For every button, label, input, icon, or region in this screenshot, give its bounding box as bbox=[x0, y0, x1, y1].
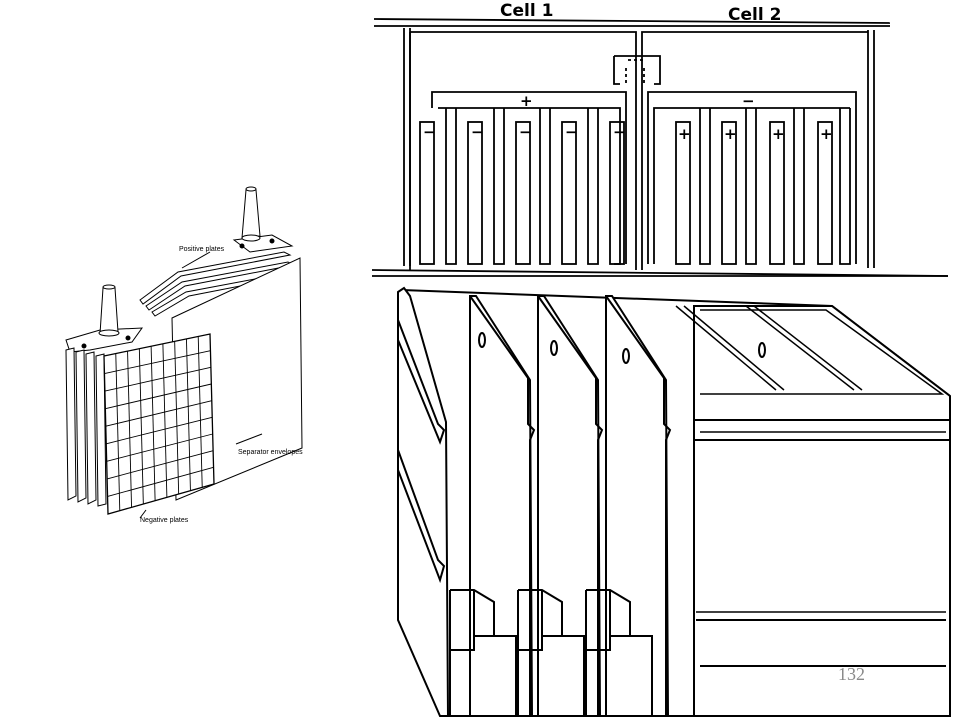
cell1-positive-finger bbox=[587, 108, 599, 265]
grid-vertical-wire bbox=[150, 346, 156, 501]
case-cell-divider bbox=[537, 295, 602, 717]
grid-vertical-wire bbox=[115, 353, 121, 511]
cell2-plate bbox=[769, 121, 785, 265]
grid-horizontal-wire bbox=[105, 400, 212, 427]
cell1-positive-finger bbox=[493, 108, 505, 265]
negative-grid-plate bbox=[103, 333, 215, 515]
grid-vertical-wire bbox=[127, 351, 133, 508]
cell1-plate bbox=[419, 121, 435, 265]
cell2-plate-sign: + bbox=[772, 125, 785, 143]
cell2-negative-finger bbox=[793, 108, 805, 265]
cell1-plate bbox=[467, 121, 483, 265]
divider-ledge bbox=[605, 295, 672, 716]
cell-schematic bbox=[371, 18, 949, 277]
battery-plate-illustration bbox=[65, 186, 303, 519]
plate-rest-top bbox=[586, 589, 631, 636]
vent-hole bbox=[622, 348, 630, 364]
cell1-plate-sign: − bbox=[471, 123, 484, 141]
cell-1-busbar-sign: + bbox=[520, 92, 533, 110]
cell1-plate bbox=[561, 121, 577, 265]
negative-plates-label: Negative plates bbox=[140, 517, 189, 524]
grid-vertical-wire bbox=[197, 336, 203, 488]
separator-envelopes-label: Separator envelopes bbox=[238, 449, 303, 456]
case-left-wall bbox=[397, 286, 450, 717]
divider-ledge bbox=[469, 295, 536, 716]
cell2-plate-sign: + bbox=[820, 125, 833, 143]
cell1-plate-sign: − bbox=[565, 123, 578, 141]
grid-horizontal-wire bbox=[105, 383, 212, 410]
cell2-plate-sign: + bbox=[724, 125, 737, 143]
cell1-plate-sign: − bbox=[423, 123, 436, 141]
grid-vertical-wire bbox=[162, 343, 168, 498]
plate-rest-top bbox=[518, 589, 563, 636]
cell1-plate bbox=[515, 121, 531, 265]
grid-vertical-wire bbox=[185, 338, 191, 491]
grid-horizontal-wire bbox=[106, 433, 213, 462]
grid-horizontal-wire bbox=[106, 416, 213, 445]
cell-2-busbar-sign: − bbox=[742, 92, 755, 110]
page-number: 132 bbox=[838, 664, 865, 684]
grid-vertical-wire bbox=[174, 341, 180, 495]
cell2-plate bbox=[817, 121, 833, 265]
grid-vertical-wire bbox=[138, 348, 144, 505]
cell2-plate bbox=[675, 121, 691, 265]
cell-1-label: Cell 1 bbox=[500, 1, 553, 21]
grid-horizontal-wire bbox=[106, 450, 214, 480]
battery-case-drawing bbox=[397, 286, 951, 717]
cell2-plate bbox=[721, 121, 737, 265]
cell2-negative-finger bbox=[745, 108, 757, 265]
case-cell-divider bbox=[469, 295, 534, 717]
plate-rest-top bbox=[450, 589, 495, 636]
divider-ledge bbox=[537, 295, 604, 716]
case-cell-divider bbox=[605, 295, 670, 717]
grid-horizontal-wire bbox=[107, 466, 214, 497]
positive-plates-label: Positive plates bbox=[179, 246, 225, 253]
case-right-block bbox=[693, 305, 951, 717]
cell1-positive-finger bbox=[539, 108, 551, 265]
cell2-negative-finger bbox=[699, 108, 711, 265]
cell1-plate-sign: − bbox=[613, 123, 626, 141]
cell2-plate-sign: + bbox=[678, 125, 691, 143]
negative-terminal-post bbox=[81, 284, 131, 349]
cell1-plate-sign: − bbox=[519, 123, 532, 141]
vent-hole bbox=[550, 340, 558, 356]
grid-horizontal-wire bbox=[104, 366, 211, 392]
vent-hole bbox=[478, 332, 486, 348]
grid-horizontal-wire bbox=[104, 350, 211, 374]
positive-terminal-post bbox=[239, 186, 275, 249]
cell-2-label: Cell 2 bbox=[728, 5, 781, 25]
cell2-negative-finger bbox=[839, 108, 851, 265]
cell1-positive-finger bbox=[445, 108, 457, 265]
negative-plate-edges bbox=[65, 347, 107, 507]
cell1-plate bbox=[609, 121, 625, 265]
